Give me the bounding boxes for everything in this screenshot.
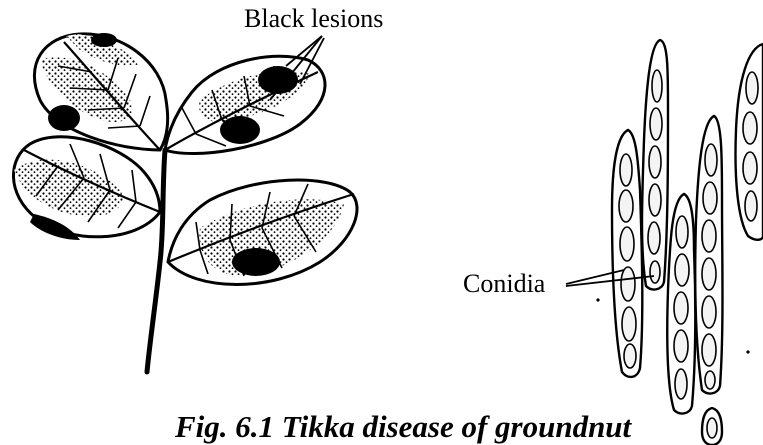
figure-caption: Fig. 6.1 Tikka disease of groundnut: [174, 409, 633, 444]
leaflet-middle-left: [13, 137, 160, 240]
groundnut-leaf-drawing: Black lesions: [13, 4, 383, 372]
conidium: [642, 40, 668, 289]
black-lesion: [48, 105, 80, 131]
conidium: [736, 44, 763, 240]
leaflet-upper-right: [165, 56, 325, 153]
speck: [746, 350, 749, 353]
black-lesion: [220, 116, 260, 144]
label-black-lesions: Black lesions: [244, 4, 383, 33]
black-lesion: [91, 33, 117, 47]
leaflet-upper-left: [34, 33, 167, 150]
black-lesion: [232, 248, 280, 276]
conidium: [695, 116, 722, 393]
conidium: [667, 194, 695, 413]
conidium: [612, 130, 642, 377]
speck: [596, 298, 599, 301]
label-conidia: Conidia: [463, 269, 546, 298]
conidium: [702, 408, 722, 445]
leaflet-middle-right: [168, 180, 357, 284]
conidia-drawing: Conidia: [463, 40, 763, 445]
